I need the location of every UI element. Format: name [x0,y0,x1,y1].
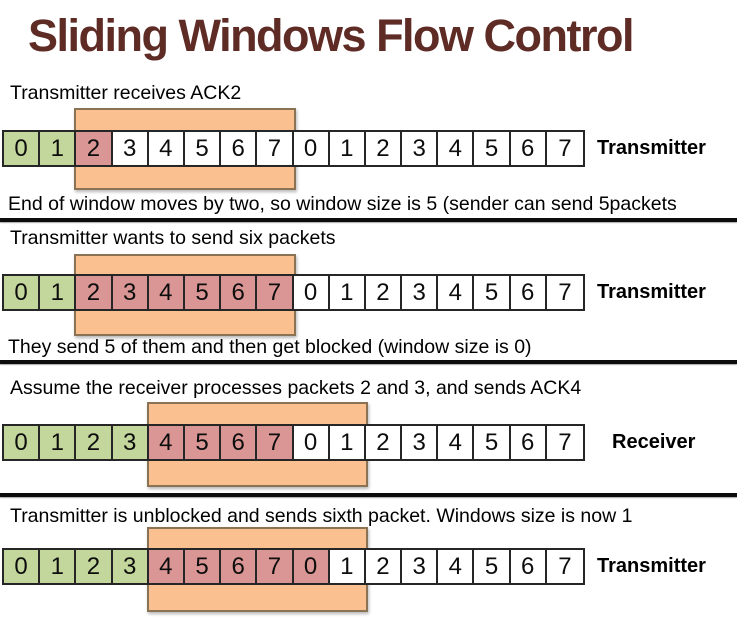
sequence-cell: 2 [365,426,403,459]
step-caption: Transmitter receives ACK2 [10,82,242,104]
sequence-cell: 0 [4,276,41,309]
sequence-cell: 5 [474,426,511,459]
sequence-cell: 6 [221,426,258,459]
sequence-cell: 2 [76,550,113,583]
sequence-cell: 2 [76,426,113,459]
sequence-cell: 1 [329,276,366,309]
sequence-cell: 0 [293,550,330,583]
sequence-cell: 6 [510,426,547,459]
sequence-cell: 1 [40,550,77,583]
sequence-cell: 0 [4,426,41,459]
sequence-cell: 5 [184,132,222,165]
sequence-cell: 5 [474,132,511,165]
sequence-cell: 7 [546,550,583,583]
sequence-cell: 5 [184,426,222,459]
sequence-cell: 4 [438,550,475,583]
slide-title: Sliding Windows Flow Control [28,10,635,61]
sequence-cell: 3 [112,276,149,309]
section-divider [0,493,737,497]
endpoint-label: Transmitter [597,281,706,303]
sequence-cell: 1 [329,550,366,583]
sequence-cell: 1 [40,276,77,309]
sequence-cell: 2 [76,276,113,309]
sequence-cell: 7 [546,276,583,309]
sequence-cell: 6 [221,132,258,165]
sequence-cell: 5 [184,550,222,583]
sequence-cell: 0 [4,550,41,583]
sequence-cell: 7 [257,132,294,165]
sequence-cell: 3 [112,550,149,583]
sequence-cell: 3 [402,132,439,165]
sequence-cell: 5 [474,550,511,583]
sequence-cell: 3 [112,426,149,459]
sequence-cell: 3 [112,132,149,165]
sequence-cell: 5 [474,276,511,309]
step-note: End of window moves by two, so window si… [8,193,677,215]
sequence-cell: 1 [329,426,366,459]
endpoint-label: Transmitter [597,137,706,159]
sequence-cell: 0 [293,132,330,165]
sequence-cell: 7 [257,550,294,583]
sequence-cell: 7 [257,276,294,309]
sequence-cell: 4 [438,426,475,459]
section-divider [0,218,737,222]
sequence-cell: 4 [148,276,185,309]
sequence-cell: 6 [221,276,258,309]
sequence-cell: 0 [293,426,330,459]
sequence-cell: 6 [221,550,258,583]
sequence-cell: 1 [329,132,366,165]
sequence-cell: 3 [402,276,439,309]
section-divider [0,360,737,364]
sequence-cell: 1 [40,426,77,459]
sequence-cell: 2 [365,276,403,309]
step-note: They send 5 of them and then get blocked… [8,336,532,358]
sequence-cell: 4 [148,132,185,165]
sequence-cell: 4 [438,132,475,165]
sequence-cell: 3 [402,426,439,459]
sequence-cell: 2 [365,132,403,165]
step-caption: Assume the receiver processes packets 2 … [10,377,582,399]
endpoint-label: Transmitter [597,555,706,577]
sequence-cell: 7 [257,426,294,459]
sequence-cell: 7 [546,426,583,459]
sequence-cell: 3 [402,550,439,583]
sequence-cell: 4 [148,426,185,459]
sequence-cell: 6 [510,276,547,309]
sequence-cell: 2 [76,132,113,165]
sequence-cell: 0 [4,132,41,165]
sequence-cell: 2 [365,550,403,583]
step-caption: Transmitter wants to send six packets [10,227,336,249]
sequence-cell: 1 [40,132,77,165]
sequence-cell: 6 [510,132,547,165]
endpoint-label: Receiver [612,431,696,453]
sequence-cell: 0 [293,276,330,309]
sequence-cell: 6 [510,550,547,583]
sequence-cell: 7 [546,132,583,165]
sequence-cell: 4 [148,550,185,583]
step-caption: Transmitter is unblocked and sends sixth… [10,505,633,527]
sequence-cell: 4 [438,276,475,309]
sequence-cell: 5 [184,276,222,309]
